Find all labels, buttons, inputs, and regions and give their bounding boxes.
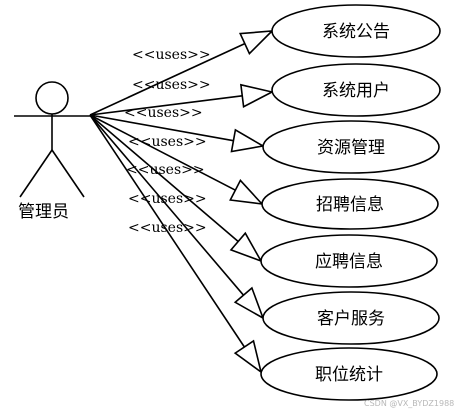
uses-stereotype-label: <<uses>> [128, 191, 207, 207]
association-line [89, 42, 246, 116]
association-line [89, 114, 234, 142]
use-case[interactable]: 客户服务 [262, 291, 440, 345]
use-case[interactable]: 系统用户 [271, 63, 441, 117]
uses-stereotype-label: <<uses>> [132, 47, 211, 63]
use-case-ellipse [261, 178, 439, 230]
use-case-ellipse [262, 291, 440, 345]
use-case-label: 资源管理 [317, 138, 385, 158]
use-case-label: 职位统计 [315, 365, 383, 385]
arrowhead [238, 30, 275, 55]
actor-left-leg [19, 149, 53, 198]
use-case[interactable]: 招聘信息 [261, 178, 439, 230]
uses-stereotype-label: <<uses>> [128, 220, 207, 236]
association-line [89, 114, 245, 296]
use-case-label: 客户服务 [317, 309, 385, 329]
use-case-ellipse [260, 347, 438, 401]
use-case[interactable]: 资源管理 [262, 120, 440, 174]
association-line [89, 114, 246, 348]
arrowhead [233, 339, 263, 374]
uses-stereotype-label: <<uses>> [132, 77, 211, 93]
use-case[interactable]: 职位统计 [260, 347, 438, 401]
use-case-label: 系统公告 [322, 22, 390, 42]
arrowhead [233, 286, 265, 320]
association-line [89, 114, 236, 191]
use-case-ellipse [271, 4, 441, 58]
arrowhead [229, 231, 263, 263]
use-case-label: 系统用户 [322, 81, 390, 101]
watermark: CSDN @VX_BYDZ1988 [364, 399, 454, 408]
association-line [89, 114, 239, 243]
actor-right-leg [51, 149, 85, 198]
use-case[interactable]: 应聘信息 [260, 234, 438, 288]
use-case[interactable]: 系统公告 [271, 4, 441, 58]
actor-head [35, 81, 69, 115]
arrowhead [239, 83, 275, 108]
use-case-label: 招聘信息 [316, 195, 384, 215]
uses-stereotype-label: <<uses>> [128, 134, 207, 150]
uses-stereotype-label: <<uses>> [126, 162, 205, 178]
uses-stereotype-label: <<uses>> [124, 105, 203, 121]
use-case-ellipse [271, 63, 441, 117]
association-line [89, 95, 243, 116]
actor: 管理员 [14, 81, 92, 222]
relations: <<uses>> <<uses>> <<uses>> <<uses>> <<uses>>… [89, 30, 275, 374]
arrowhead [230, 128, 266, 153]
use-case-label: 应聘信息 [315, 252, 383, 272]
use-case-ellipse [260, 234, 438, 288]
actor-label: 管理员 [18, 202, 69, 222]
arrowhead [229, 179, 265, 206]
use-case-ellipse [262, 120, 440, 174]
